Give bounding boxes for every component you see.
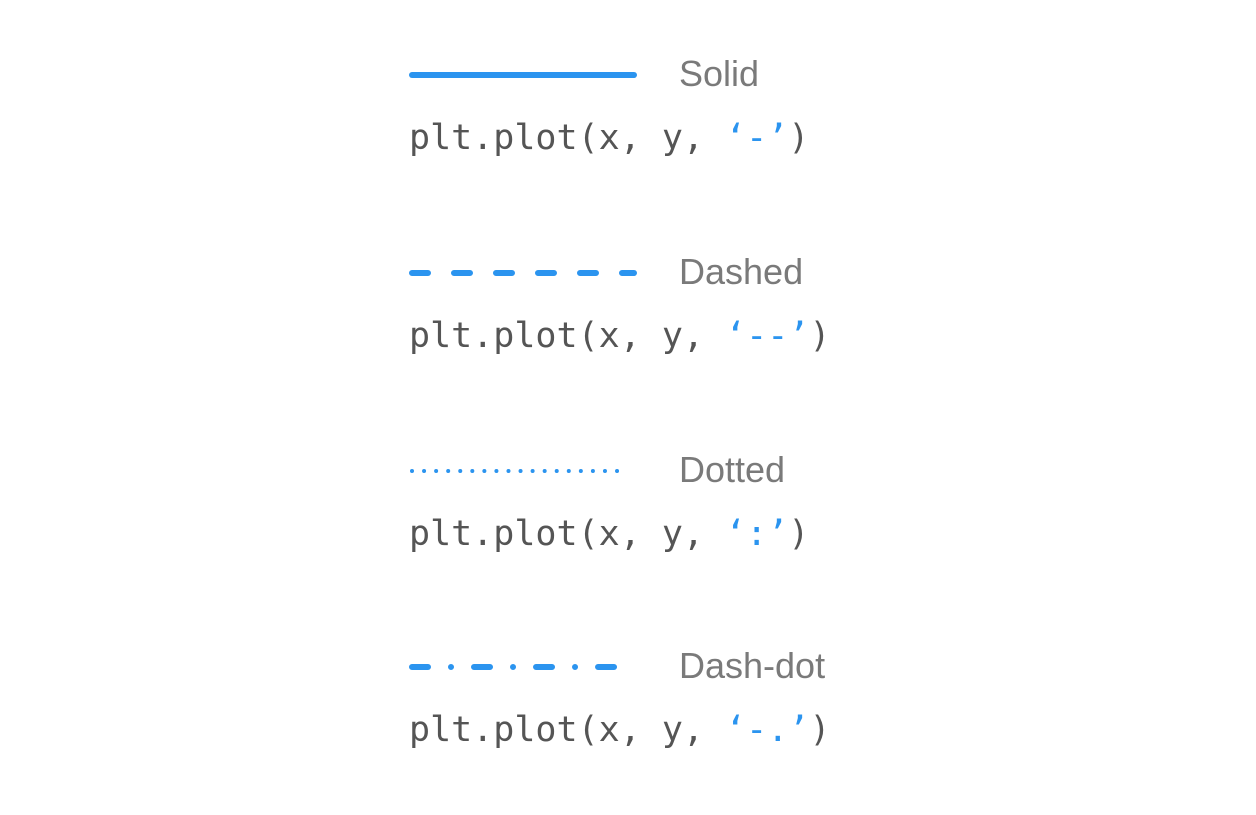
dash-dot-line-swatch [409, 664, 637, 670]
solid-line-swatch [409, 72, 637, 78]
style-block-dashed: Dashed plt.plot(x, y, ‘--’) [409, 251, 909, 392]
line-sample-solid [409, 71, 637, 79]
code-suffix: ) [788, 118, 810, 158]
dashed-line-swatch [409, 270, 637, 276]
dotted-line-swatch [410, 469, 631, 473]
code-snippet-dashed: plt.plot(x, y, ‘--’) [409, 314, 830, 358]
code-argument: ‘-.’ [725, 710, 810, 750]
code-prefix: plt.plot(x, y, [409, 710, 726, 750]
code-prefix: plt.plot(x, y, [409, 118, 726, 158]
code-argument: ‘-’ [725, 118, 789, 158]
code-snippet-dash-dot: plt.plot(x, y, ‘-.’) [409, 708, 830, 752]
style-name-solid: Solid [679, 53, 760, 94]
style-block-solid: Solid plt.plot(x, y, ‘-’) [409, 53, 909, 194]
code-snippet-solid: plt.plot(x, y, ‘-’) [409, 116, 809, 160]
code-prefix: plt.plot(x, y, [409, 316, 726, 356]
code-argument: ‘:’ [725, 514, 789, 554]
style-block-dash-dot: Dash-dot plt.plot(x, y, ‘-.’) [409, 645, 909, 786]
line-sample-dashed [409, 269, 637, 277]
style-name-dash-dot: Dash-dot [679, 645, 826, 686]
style-name-dotted: Dotted [679, 449, 786, 490]
line-sample-dotted [409, 467, 637, 475]
style-block-dotted: Dotted plt.plot(x, y, ‘:’) [409, 449, 909, 590]
code-snippet-dotted: plt.plot(x, y, ‘:’) [409, 512, 809, 556]
code-suffix: ) [809, 316, 831, 356]
code-prefix: plt.plot(x, y, [409, 514, 726, 554]
line-sample-dash-dot [409, 663, 637, 671]
code-suffix: ) [809, 710, 831, 750]
code-argument: ‘--’ [725, 316, 810, 356]
code-suffix: ) [788, 514, 810, 554]
style-name-dashed: Dashed [679, 251, 804, 292]
